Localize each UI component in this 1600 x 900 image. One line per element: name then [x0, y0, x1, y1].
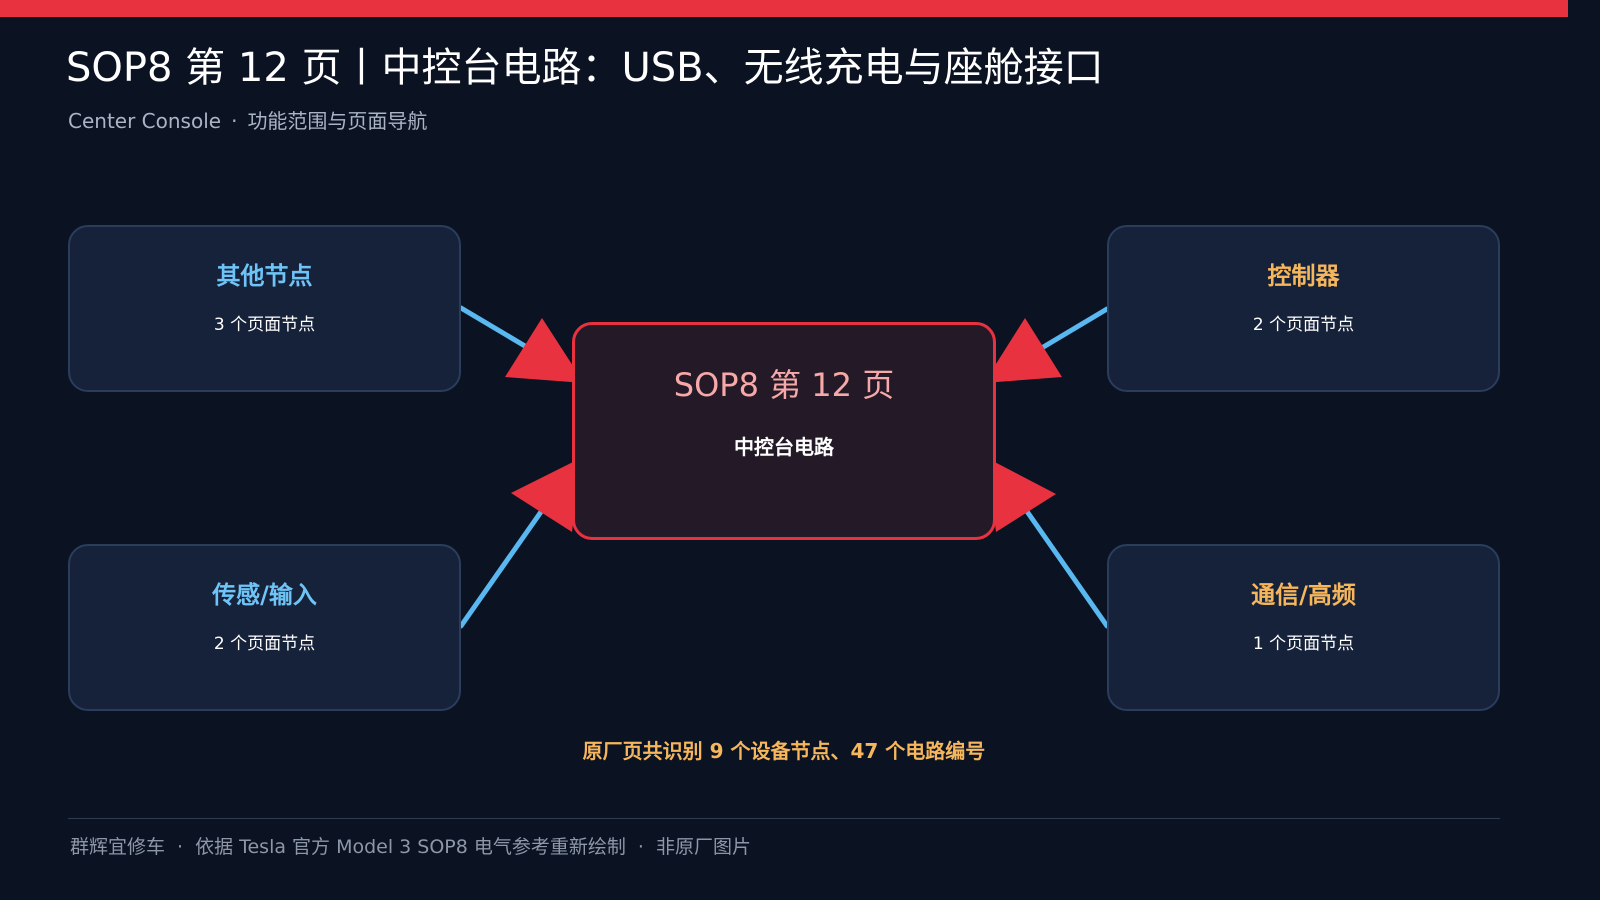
footer-source: 依据 Tesla 官方 Model 3 SOP8 电气参考重新绘制 [195, 836, 626, 858]
node-count: 2 个页面节点 [1252, 315, 1355, 335]
footer-divider [68, 818, 1500, 819]
footer-separator: · [637, 836, 644, 858]
arrowhead-bottom-left [511, 458, 581, 532]
arrowhead-bottom-right [987, 458, 1056, 532]
subtitle-separator: · [231, 109, 238, 133]
connector-bottom-right [1023, 507, 1110, 629]
center-node: SOP8 第 12 页 中控台电路 [572, 322, 996, 540]
connector-top-right [1037, 306, 1110, 352]
connector-bottom-left [458, 506, 546, 629]
page-title: SOP8 第 12 页丨中控台电路：USB、无线充电与座舱接口 [66, 45, 1104, 91]
node-sensor-input: 传感/输入 2 个页面节点 [68, 544, 461, 711]
node-label: 传感/输入 [212, 581, 317, 609]
node-controller: 控制器 2 个页面节点 [1107, 225, 1500, 392]
node-other: 其他节点 3 个页面节点 [68, 225, 461, 392]
node-label: 控制器 [1267, 262, 1340, 290]
footer-disclaimer: 非原厂图片 [655, 836, 751, 858]
summary-text: 原厂页共识别 9 个设备节点、47 个电路编号 [582, 739, 986, 763]
footer: 群辉宜修车 · 依据 Tesla 官方 Model 3 SOP8 电气参考重新绘制 ·… [70, 832, 1470, 862]
center-node-title: SOP8 第 12 页 [673, 366, 895, 404]
node-label: 通信/高频 [1251, 581, 1356, 609]
node-count: 2 个页面节点 [213, 634, 316, 654]
center-node-subtitle: 中控台电路 [734, 435, 834, 459]
arrowhead-top-left [505, 318, 584, 383]
arrowhead-top-right [984, 318, 1062, 383]
footer-brand: 群辉宜修车 [70, 836, 166, 858]
node-count: 3 个页面节点 [213, 315, 316, 335]
footer-separator: · [177, 836, 184, 858]
connector-top-left [458, 305, 533, 352]
top-accent-bar [0, 0, 1568, 17]
node-count: 1 个页面节点 [1252, 634, 1355, 654]
connector-layer [458, 305, 1110, 629]
page-subtitle: Center Console · 功能范围与页面导航 [68, 106, 868, 136]
subtitle-english: Center Console [68, 109, 222, 133]
node-label: 其他节点 [216, 262, 313, 290]
subtitle-chinese: 功能范围与页面导航 [247, 109, 428, 133]
node-comm-rf: 通信/高频 1 个页面节点 [1107, 544, 1500, 711]
